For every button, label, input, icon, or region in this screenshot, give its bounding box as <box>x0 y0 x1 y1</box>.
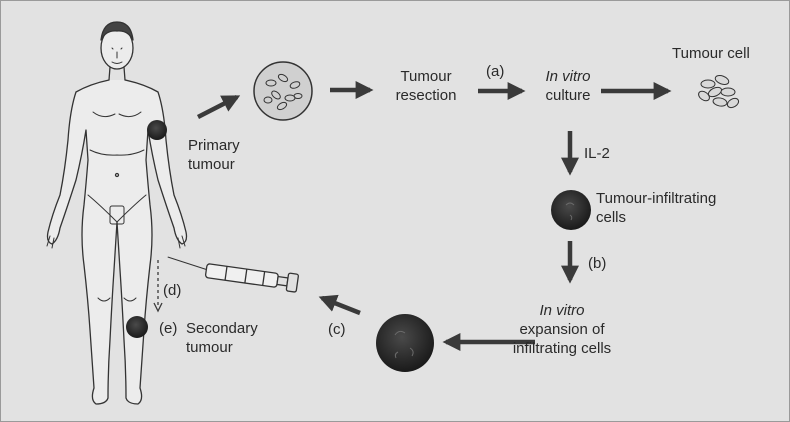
label-step-a: (a) <box>486 62 504 81</box>
expanded-cells <box>376 314 434 372</box>
label-step-c: (c) <box>328 320 346 339</box>
resected-tissue-dish <box>254 62 312 120</box>
label-primary-tumour: Primary tumour <box>188 136 240 174</box>
arrow-c <box>322 298 360 313</box>
tumour-infiltrating-cell <box>551 190 591 230</box>
label-in-vitro-expansion: In vitro expansion of infiltrating cells <box>487 301 637 358</box>
secondary-tumour-mass <box>126 316 148 338</box>
label-il2: IL-2 <box>584 144 610 163</box>
label-secondary-tumour: Secondary tumour <box>186 319 258 357</box>
arrow-to-dish <box>198 97 237 117</box>
label-tumour-infiltrating-cells: Tumour-infiltrating cells <box>596 189 716 227</box>
label-step-e: (e) <box>159 319 177 338</box>
human-figure <box>47 22 187 404</box>
label-tumour-cell: Tumour cell <box>672 44 750 63</box>
label-tumour-resection: Tumour resection <box>385 67 467 105</box>
primary-tumour-mass <box>147 120 167 140</box>
syringe-icon <box>165 256 298 292</box>
label-step-d: (d) <box>163 281 181 300</box>
label-in-vitro-culture: In vitro culture <box>533 67 603 105</box>
label-step-b: (b) <box>588 254 606 273</box>
tumour-cell-cluster <box>697 74 740 110</box>
